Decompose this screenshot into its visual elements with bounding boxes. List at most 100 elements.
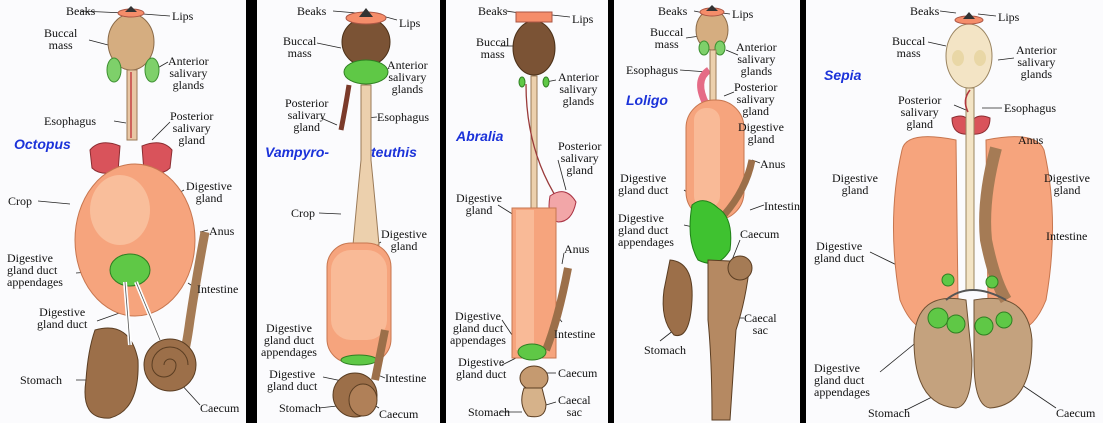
label-caecum: Caecum: [379, 407, 419, 421]
label-posterior-salivary: Posterior salivary gland: [558, 139, 602, 177]
label-intestine: Intestine: [197, 282, 239, 296]
label-buccal-mass: Buccal mass: [283, 34, 317, 60]
label-esophagus: Esophagus: [44, 114, 96, 128]
species-label: Loligo: [626, 92, 668, 108]
abralia-anatomy-drawing: [497, 10, 577, 418]
label-anus: Anus: [564, 242, 590, 256]
label-anus: Anus: [760, 157, 786, 171]
species-label: Octopus: [14, 136, 71, 152]
label-caecum: Caecum: [200, 401, 240, 415]
panel-loligo: Beaks Lips Buccal mass Anterior salivary…: [614, 0, 800, 423]
label-intestine: Intestine: [764, 199, 800, 213]
intestine-shape: [371, 329, 389, 381]
caecum-shape: [727, 255, 753, 281]
intestine-shape: [979, 146, 1012, 304]
label-stomach: Stomach: [468, 405, 510, 419]
label-stomach: Stomach: [20, 373, 62, 387]
label-beaks: Beaks: [658, 4, 688, 18]
anterior-salivary-glands-shape: [952, 50, 964, 66]
anterior-salivary-glands-shape: [343, 59, 389, 85]
label-stomach: Stomach: [279, 401, 321, 415]
label-anterior-salivary: Anterior salivary glands: [387, 58, 428, 96]
label-beaks: Beaks: [297, 4, 327, 18]
label-lips: Lips: [399, 16, 421, 30]
intestine-shape: [721, 159, 756, 218]
esophagus-shape: [965, 87, 975, 291]
esophagus-shape: [709, 49, 717, 105]
label-intestine: Intestine: [1046, 229, 1088, 243]
label-stomach: Stomach: [644, 343, 686, 357]
label-gland-duct: Digestive gland duct: [814, 239, 865, 265]
label-beaks: Beaks: [66, 4, 96, 18]
label-gland-duct-appendages: Digestive gland duct appendages: [814, 361, 870, 399]
label-buccal-mass: Buccal mass: [44, 26, 78, 52]
label-lips: Lips: [732, 7, 754, 21]
label-buccal-mass: Buccal mass: [892, 34, 926, 60]
species-label-part-b: teuthis: [371, 144, 417, 160]
label-lips: Lips: [572, 12, 594, 26]
label-anterior-salivary: Anterior salivary glands: [736, 40, 777, 78]
label-anus: Anus: [209, 224, 235, 238]
label-lips: Lips: [172, 9, 194, 23]
label-digestive-gland: Digestive gland: [456, 191, 502, 217]
species-label: Abralia: [456, 128, 504, 144]
label-gland-duct-appendages: Digestive gland duct appendages: [261, 321, 317, 359]
label-caecum: Caecum: [1056, 406, 1096, 420]
loligo-anatomy-drawing: [659, 5, 765, 421]
label-buccal-mass: Buccal mass: [650, 25, 684, 51]
label-beaks: Beaks: [478, 4, 508, 18]
label-caecal-sac: Caecal sac: [558, 393, 591, 419]
vampyroteuthis-anatomy-drawing: [316, 8, 398, 418]
label-posterior-salivary: Posterior salivary gland: [170, 109, 214, 147]
label-digestive-gland-right: Digestive gland: [1044, 171, 1090, 197]
buccal-mass-shape: [512, 20, 556, 76]
label-gland-duct: Digestive gland duct: [456, 355, 507, 381]
label-buccal-mass: Buccal mass: [476, 35, 510, 61]
caecum-shape: [519, 365, 549, 391]
label-digestive-gland-left: Digestive gland: [832, 171, 878, 197]
panel-vampyroteuthis: Beaks Lips Buccal mass Anterior salivary…: [257, 0, 440, 423]
panel-sepia: Beaks Lips Buccal mass Sepia Anterior sa…: [806, 0, 1103, 423]
esophagus-shape: [352, 84, 380, 246]
esophagus-shape: [530, 75, 538, 211]
label-caecum: Caecum: [558, 366, 598, 380]
label-digestive-gland: Digestive gland: [186, 179, 232, 205]
label-posterior-salivary: Posterior salivary gland: [898, 93, 942, 131]
label-gland-duct-appendages: Digestive gland duct appendages: [618, 211, 674, 249]
label-beaks: Beaks: [910, 4, 940, 18]
label-gland-duct: Digestive gland duct: [37, 305, 88, 331]
label-posterior-salivary: Posterior salivary gland: [734, 80, 778, 118]
label-anterior-salivary: Anterior salivary glands: [168, 54, 209, 92]
panel-octopus: Beaks Lips Buccal mass Anterior salivary…: [0, 0, 246, 423]
label-anterior-salivary: Anterior salivary glands: [1016, 43, 1057, 81]
caecal-sac-shape: [707, 259, 751, 421]
gland-duct-appendages-shape: [689, 200, 732, 264]
label-gland-duct-appendages: Digestive gland duct appendages: [450, 309, 506, 347]
posterior-salivary-gland-shape: [338, 84, 352, 131]
species-label-part-a: Vampyro-: [265, 144, 330, 160]
label-caecum: Caecum: [740, 227, 780, 241]
label-intestine: Intestine: [385, 371, 427, 385]
sepia-anatomy-drawing: [869, 10, 1057, 411]
esophagus-shape: [126, 69, 138, 141]
caecum-shape: [348, 383, 378, 417]
anterior-salivary-glands-shape: [518, 76, 526, 88]
anterior-salivary-glands-shape: [106, 57, 122, 83]
label-gland-duct: Digestive gland duct: [267, 367, 318, 393]
species-label: Sepia: [824, 67, 862, 83]
label-digestive-gland: Digestive gland: [381, 227, 427, 253]
label-crop: Crop: [8, 194, 32, 208]
label-anterior-salivary: Anterior salivary glands: [558, 70, 599, 108]
label-esophagus: Esophagus: [1004, 101, 1056, 115]
label-lips: Lips: [998, 10, 1020, 24]
buccal-mass-shape: [341, 17, 391, 67]
label-crop: Crop: [291, 206, 315, 220]
label-digestive-gland: Digestive gland: [738, 120, 784, 146]
label-caecal-sac: Caecal sac: [744, 311, 777, 337]
label-gland-duct: Digestive gland duct: [618, 171, 669, 197]
posterior-salivary-gland-shape: [697, 67, 712, 106]
gland-duct-appendages-shape: [517, 343, 547, 361]
panel-abralia: Beaks Lips Buccal mass Anterior salivary…: [446, 0, 608, 423]
label-esophagus: Esophagus: [626, 63, 678, 77]
label-esophagus: Esophagus: [377, 110, 429, 124]
